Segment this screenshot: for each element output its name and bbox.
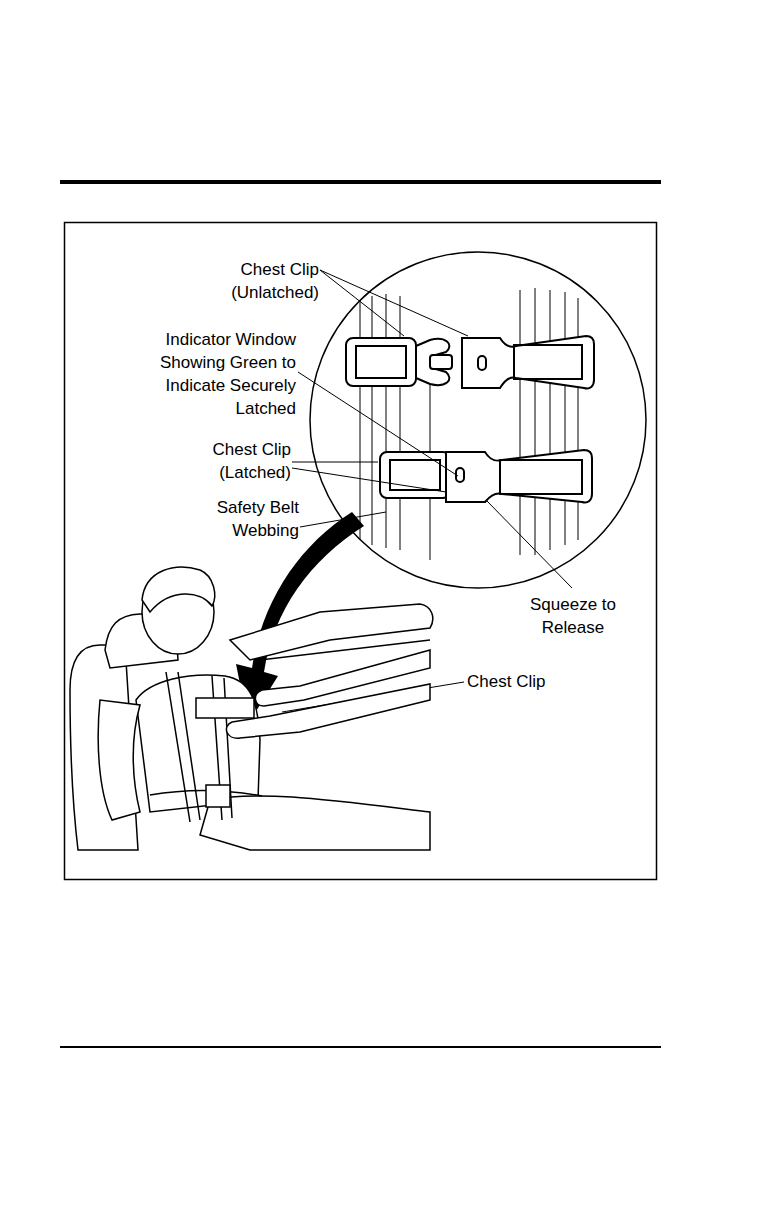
child-hair: [142, 567, 215, 612]
clip-slot: [514, 345, 582, 379]
adult-arm-lower: [226, 684, 430, 738]
clip-frame: [346, 338, 416, 386]
child-torso: [136, 675, 260, 812]
clip-tongue: [430, 355, 452, 369]
leader-line: [292, 468, 446, 492]
magnifier-circle: [310, 252, 646, 588]
clip-slot: [356, 346, 406, 378]
callout-label: Chest Clip: [466, 670, 588, 693]
webbing-lines: [360, 288, 578, 560]
clip-body: [462, 336, 594, 389]
callout-label: Squeeze to Release: [522, 593, 624, 639]
harness-buckle: [206, 785, 230, 807]
webbing-line: [578, 298, 579, 540]
clip-slot: [500, 460, 582, 494]
clip-latched: [380, 450, 592, 503]
rear-seat-back: [230, 604, 433, 660]
webbing-line: [400, 296, 401, 550]
leader-lines: [282, 270, 572, 712]
chest-clip-small: [196, 698, 254, 718]
harness-straps: [166, 672, 232, 822]
clip-body: [446, 450, 592, 503]
callout-label: Chest Clip (Unlatched): [218, 258, 320, 304]
callout-label: Chest Clip (Latched): [195, 438, 292, 484]
leader-line: [292, 462, 378, 463]
figure-frame: [65, 223, 657, 880]
clip-female-unlatched: [462, 336, 594, 389]
leader-line: [486, 500, 572, 588]
leader-line: [298, 372, 458, 476]
leader-line: [320, 270, 468, 336]
callout-label: Indicator Window Showing Green to Indica…: [145, 328, 297, 420]
webbing-line: [535, 288, 536, 555]
leader-line: [320, 270, 404, 336]
clip-male-unlatched: [346, 338, 452, 386]
clip-slot: [390, 460, 440, 490]
bottom-rule: [60, 1046, 661, 1048]
child-seat-scene: [70, 567, 433, 850]
callout-label: Safety Belt Webbing: [203, 496, 300, 542]
webbing-line: [565, 292, 566, 545]
webbing-line: [550, 290, 551, 550]
child-arm: [98, 700, 140, 820]
webbing-line: [360, 300, 361, 540]
webbing-line: [386, 294, 387, 548]
top-rule: [60, 180, 661, 184]
indicator-window: [478, 356, 486, 370]
child-legs: [200, 796, 430, 850]
webbing-line: [520, 290, 521, 555]
